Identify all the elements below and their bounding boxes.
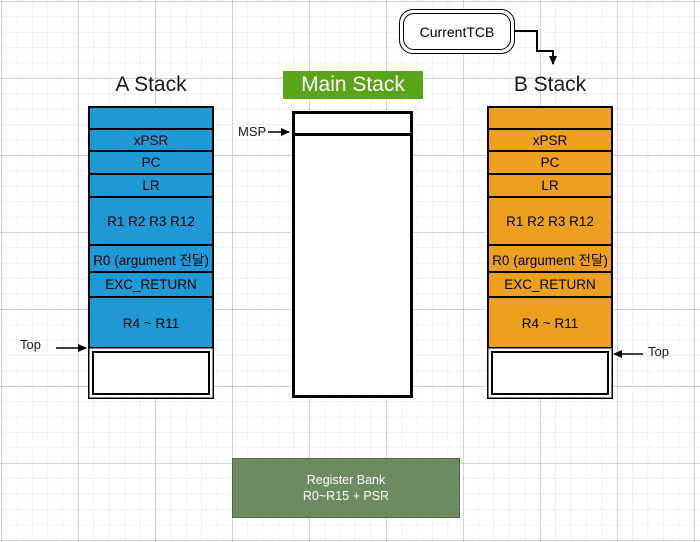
a-stack-segment-lr: LR: [90, 175, 212, 198]
a-stack-segment-r4-r11: R4 ~ R11: [122, 316, 180, 331]
b-stack-column: xPSR PC LR R1 R2 R3 R12 R0 (argument 전달)…: [487, 106, 613, 352]
b-stack-segment-r4-r11: R4 ~ R11: [521, 316, 579, 331]
main-stack-top-divider: [292, 133, 413, 136]
b-stack-segment-pc: PC: [489, 152, 611, 175]
a-stack-free-box: [92, 351, 210, 395]
a-stack-segment-xpsr: xPSR: [90, 130, 212, 152]
a-stack-segment-pc: PC: [90, 152, 212, 175]
a-stack-top-label: Top: [20, 337, 41, 352]
register-bank-box: Register Bank R0~R15 + PSR: [232, 458, 460, 518]
b-stack-segment-r1-r12: R1 R2 R3 R12: [489, 198, 611, 246]
current-tcb-to-b-stack-arrow: [515, 30, 557, 65]
b-stack-segment: [489, 108, 611, 130]
a-stack-segment-exc-return: EXC_RETURN: [90, 273, 212, 298]
main-stack-box: [292, 111, 413, 398]
a-stack-segment-r1-r12: R1 R2 R3 R12: [90, 198, 212, 246]
msp-label: MSP: [238, 124, 267, 139]
b-stack-segment-xpsr: xPSR: [489, 130, 611, 152]
b-stack-segment-r0: R0 (argument 전달): [489, 246, 611, 273]
a-stack-segment: [90, 108, 212, 130]
register-bank-title: Register Bank: [306, 473, 386, 487]
b-stack-title: B Stack: [513, 73, 587, 96]
a-stack-segment-r0: R0 (argument 전달): [90, 246, 212, 273]
current-tcb-box[interactable]: CurrentTCB: [399, 9, 515, 54]
register-bank-detail: R0~R15 + PSR: [302, 489, 390, 503]
b-stack-top-label: Top: [648, 344, 669, 359]
b-stack-segment-exc-return: EXC_RETURN: [489, 273, 611, 298]
main-stack-title: Main Stack: [301, 73, 405, 96]
b-stack-free-box: [491, 351, 609, 395]
main-stack-title-banner: Main Stack: [283, 71, 423, 99]
current-tcb-label: CurrentTCB: [419, 23, 495, 40]
a-stack-title: A Stack: [115, 73, 187, 96]
b-stack-segment-lr: LR: [489, 175, 611, 198]
a-stack-column: xPSR PC LR R1 R2 R3 R12 R0 (argument 전달)…: [88, 106, 214, 352]
